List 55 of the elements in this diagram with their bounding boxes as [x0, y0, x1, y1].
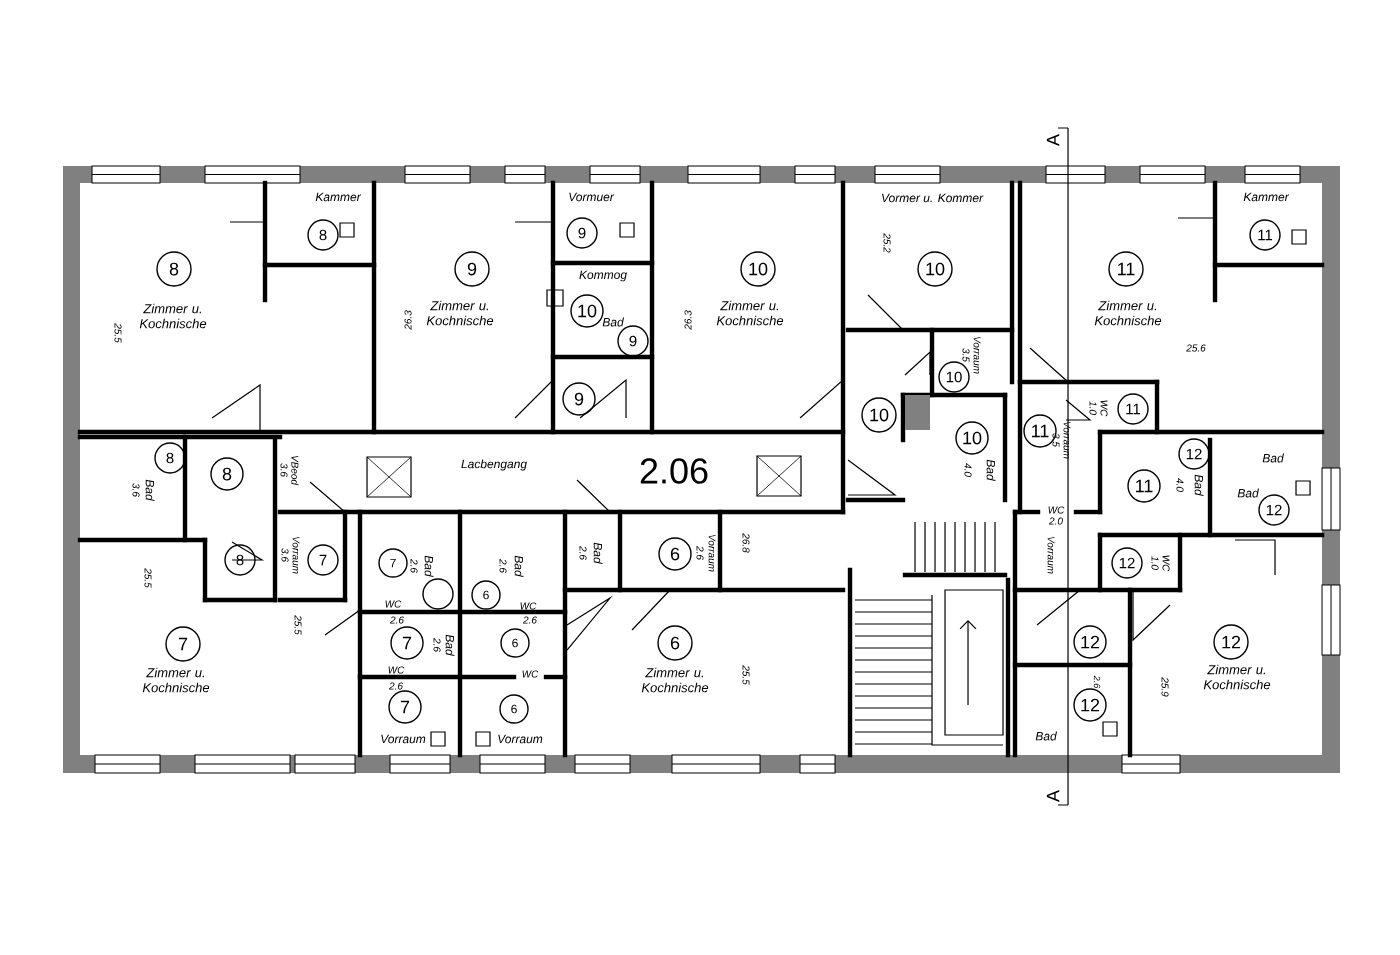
area-label: 2.6	[389, 682, 403, 690]
room-label: Bad	[514, 555, 524, 577]
area-label: 2.6	[390, 616, 404, 624]
room-label: Bad	[1035, 731, 1057, 741]
area-label: 2.6	[499, 559, 507, 573]
room-label: Bad	[1262, 453, 1284, 463]
area-label: 4.0	[1176, 478, 1184, 492]
room-label: Vorraum	[381, 734, 426, 744]
room-label: Vorraum	[973, 336, 981, 374]
room-label: WC	[520, 602, 537, 610]
empty-circle	[422, 578, 454, 610]
room-label: Bad	[1194, 474, 1204, 496]
room-label: Bad	[1237, 488, 1259, 498]
section-mark: A	[1046, 790, 1060, 802]
floor-number: 2.06	[640, 458, 708, 484]
room-label: Vormer u. Kommer	[882, 193, 984, 203]
room-label: Bad	[602, 317, 624, 327]
area-label: 2.6	[410, 559, 418, 573]
room-label: Bad	[424, 555, 434, 577]
area-label: 3.6	[132, 483, 140, 497]
room-label: WC	[522, 670, 539, 678]
room-label: Vorraum	[1063, 421, 1071, 459]
room-label: Bad	[445, 634, 455, 656]
room-label: Bad	[145, 479, 155, 501]
room-label: Kommog	[579, 270, 627, 282]
area-label: 2.6	[579, 546, 587, 560]
room-label: Vorraum	[1047, 536, 1055, 574]
area-label: 25.5	[742, 665, 750, 685]
area-label: 25.9	[1161, 677, 1169, 697]
room-label: WC	[1162, 555, 1170, 572]
area-label: 1.0	[1089, 401, 1097, 415]
area-label: 26.3	[404, 310, 412, 330]
section-mark: A	[1046, 134, 1060, 146]
corridor-label: Lacbengang	[461, 459, 527, 471]
room-label: WC	[388, 666, 405, 674]
room-label: Bad	[986, 459, 996, 481]
area-label: 3.6	[281, 548, 289, 562]
room-label: WC	[385, 600, 402, 608]
room-label: Bad	[593, 542, 603, 564]
area-label: 25.5	[144, 568, 152, 588]
room-label: VBeod	[291, 455, 299, 486]
area-label: 25.5	[294, 615, 302, 635]
area-label: 26.3	[684, 310, 692, 330]
area-label: 2.6	[433, 638, 441, 652]
room-label: WC	[1100, 400, 1108, 417]
area-label: 3.6	[280, 463, 288, 477]
area-label: 2.6	[523, 616, 537, 624]
area-label: 26.8	[742, 533, 750, 553]
room-label: WC	[1048, 506, 1065, 514]
room-label: Vorraum	[498, 734, 543, 744]
area-label: 25.5	[114, 323, 122, 343]
area-label: 2.0	[1049, 517, 1063, 525]
area-label: 2.6	[1093, 675, 1101, 689]
area-label: 25.6	[1186, 344, 1206, 352]
room-label: Vorraum	[708, 534, 716, 572]
